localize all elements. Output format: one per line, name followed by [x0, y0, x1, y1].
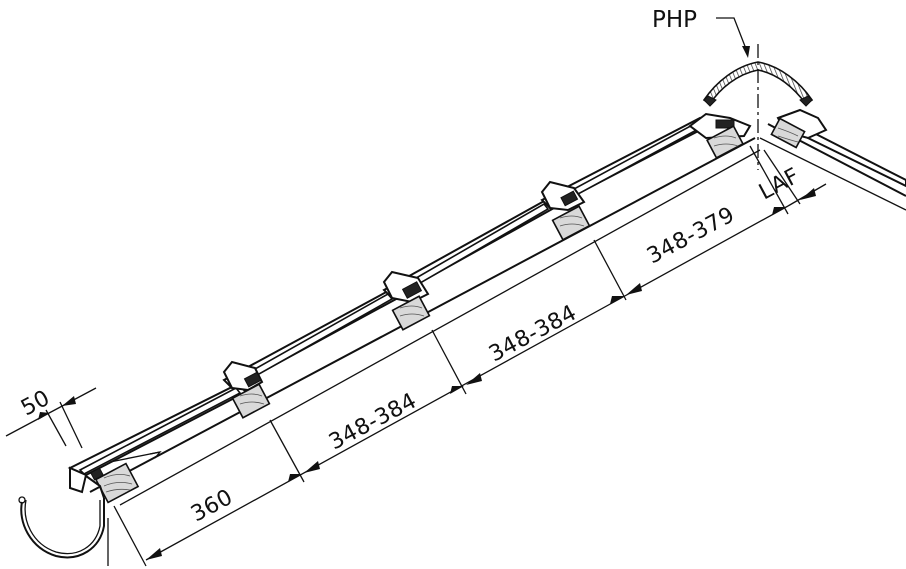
batten-2	[231, 383, 271, 419]
dimension-line	[145, 183, 827, 561]
ridge-piece	[702, 44, 814, 170]
right-slope	[759, 108, 906, 211]
overhang-dimension-line	[5, 387, 97, 437]
ridge-piece-leader	[716, 17, 750, 58]
dimension-first-batten: 360	[187, 485, 237, 527]
ridge-piece-label: PHP	[652, 7, 697, 33]
dimension-batten-gauge-2: 348-384	[485, 300, 581, 367]
batten-5	[705, 125, 745, 159]
dimension-batten-gauge-1: 348-384	[325, 388, 421, 455]
roof-tiles	[67, 112, 752, 494]
batten-4	[551, 205, 591, 241]
rafter-line	[89, 137, 761, 506]
batten-3	[391, 295, 431, 331]
tile-4	[540, 116, 710, 212]
battens	[94, 125, 745, 504]
gutter	[18, 475, 105, 559]
tile-3	[382, 198, 556, 304]
tile-1	[67, 382, 248, 494]
extension-lines	[45, 145, 801, 567]
